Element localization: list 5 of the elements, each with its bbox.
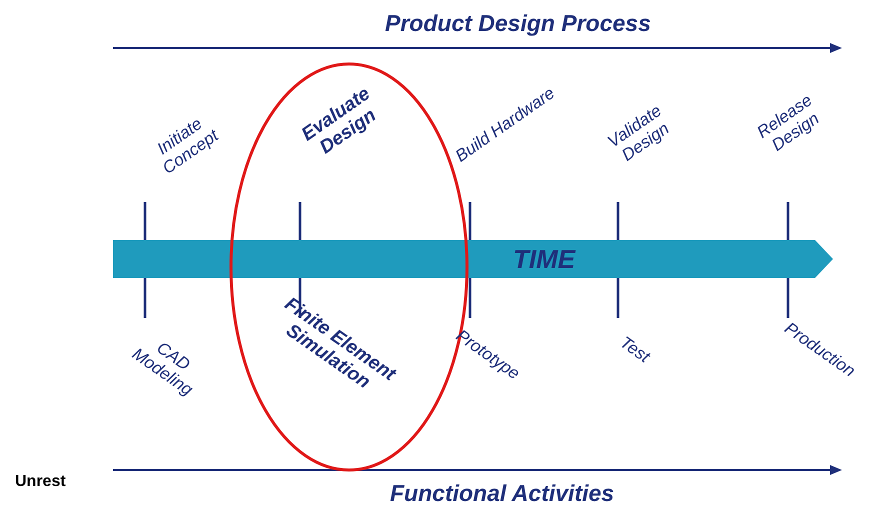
- stage-label: Test: [616, 332, 654, 368]
- footer-text: Unrest: [15, 472, 67, 491]
- title: Product Design Process: [385, 10, 651, 36]
- band-label: TIME: [513, 245, 576, 273]
- caption: Functional Activities: [390, 480, 614, 505]
